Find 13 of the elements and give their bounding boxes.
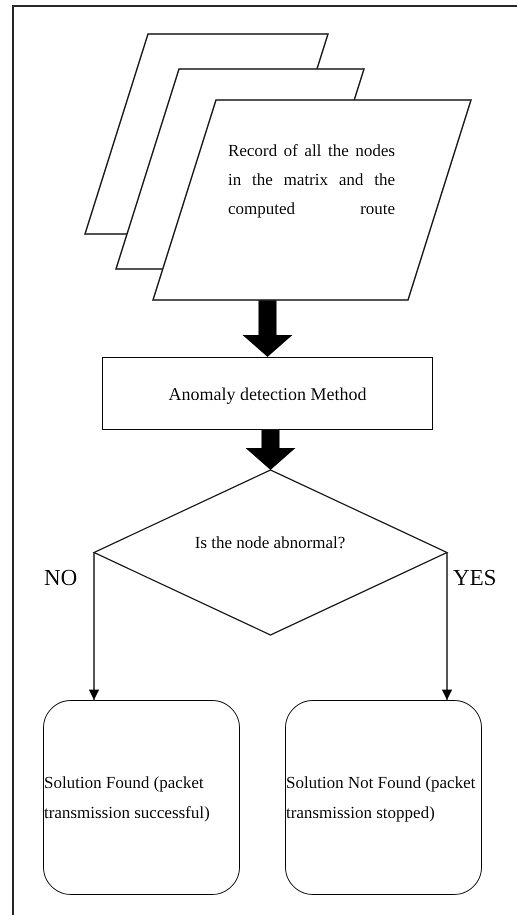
arrow: [442, 552, 452, 700]
decision-diamond: [94, 470, 447, 635]
arrow: [88, 552, 100, 700]
node-label: Solution Found (packet transmission successful): [44, 772, 210, 822]
node-label: Solution Not Found (packet transmission stopped): [286, 772, 476, 822]
terminal-box: [285, 700, 482, 895]
process-box: [102, 357, 433, 430]
terminal-box: [43, 700, 240, 895]
node-label: Record of all the nodes in the matrix and the computed route: [228, 140, 395, 220]
node-label: Anomaly detection Method: [168, 384, 366, 404]
node-label: Is the node abnormal?: [194, 532, 346, 554]
block-arrow: [246, 430, 296, 470]
block-arrow: [242, 300, 292, 357]
